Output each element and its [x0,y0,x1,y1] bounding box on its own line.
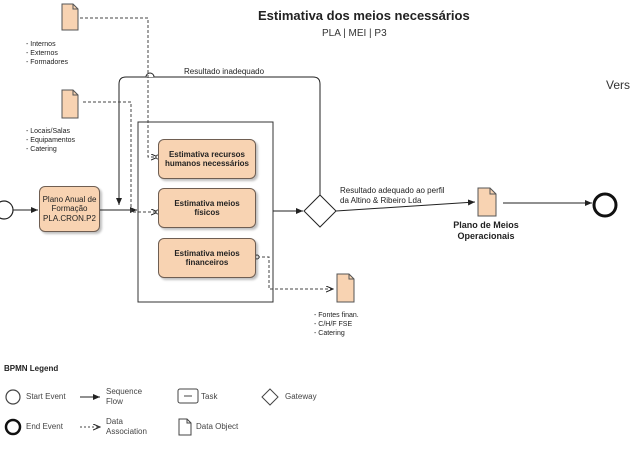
task-meios-fisicos[interactable]: Estimativa meios físicos [158,188,256,228]
task-recursos-humanos[interactable]: Estimativa recursos humanos necessários [158,139,256,179]
association-fisicos [83,101,158,212]
financeiros-items-note: - Fontes finan. - C/H/F FSE - Catering [314,312,359,337]
page-title: Estimativa dos meios necessários [258,8,470,23]
legend-start-event-label: Start Event [26,392,66,401]
legend-title: BPMN Legend [4,364,59,373]
association-financeiros [257,256,333,289]
fisicos-items-note: - Locais/Salas - Equipamentos - Catering [26,128,76,153]
data-object-fisicos [61,89,79,119]
task-plano-anual[interactable]: Plano Anual de Formação PLA.CRON.P2 [39,186,100,232]
humanos-items-note: - Internos - Externos - Formadores [26,41,69,66]
resultado-adequado-label: Resultado adequado ao perfil da Altino &… [340,186,445,206]
legend-end-event-label: End Event [26,422,63,431]
legend-sequence-flow-label: Sequence Flow [106,387,143,406]
page-subtitle: PLA | MEI | P3 [322,28,387,39]
data-object-financeiros [336,273,355,303]
resultado-inadequado-label: Resultado inadequado [184,67,265,76]
association-humanos [80,17,158,157]
flow-gateway-to-plano-meios [335,199,476,212]
legend-task-label: Task [201,392,218,401]
data-object-humanos [61,3,79,31]
end-event [592,192,618,218]
legend-gateway-label: Gateway [285,392,317,401]
task-meios-financeiros[interactable]: Estimativa meios financeiros [158,238,256,278]
flow-resultado-inadequado [116,76,321,205]
legend-gateway-icon [261,388,279,406]
legend-data-association-label: Data Association [106,417,147,436]
version-text: Vers [606,78,631,92]
legend-data-object-label: Data Object [196,422,239,431]
legend-end-event-icon [4,418,22,436]
legend-start-event-icon [5,389,21,405]
start-event [0,200,14,220]
plano-meios-label: Plano de Meios Operacionais [453,220,519,242]
data-object-plano-meios [477,187,497,217]
flow-hop [145,72,155,78]
decision-gateway [303,194,337,228]
legend-data-object-icon [178,418,192,436]
